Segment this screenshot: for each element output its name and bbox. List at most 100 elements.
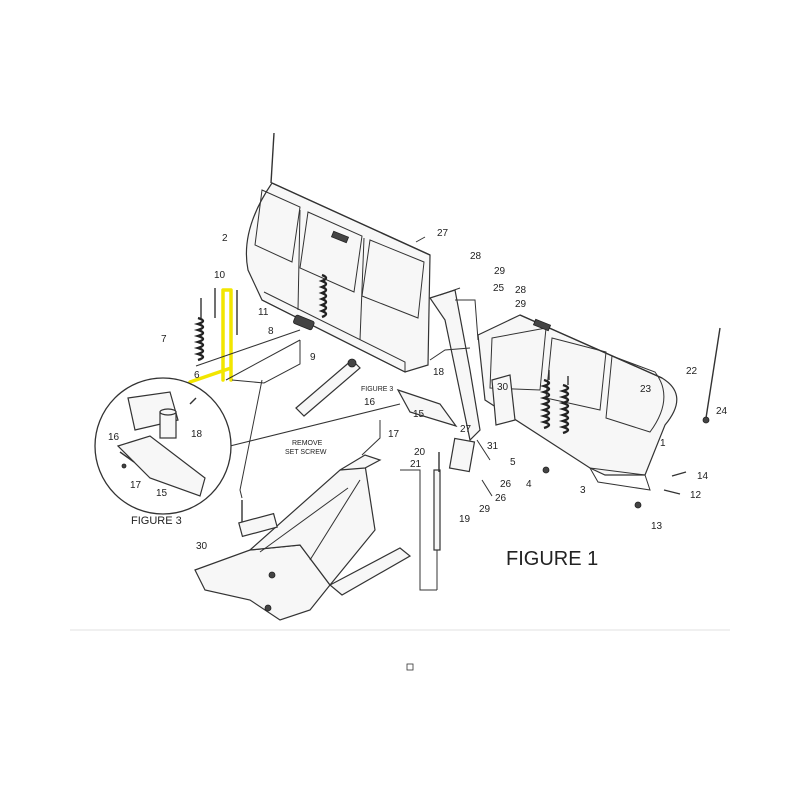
inset-sleeve-top	[159, 408, 177, 416]
a-frame-brace	[259, 487, 349, 553]
center-hinge	[396, 287, 481, 590]
callout-19: 19	[459, 514, 471, 525]
callout-18: 18	[433, 367, 445, 378]
callout-17b: 17	[130, 480, 142, 491]
callout-28: 28	[470, 251, 482, 262]
a-frame-pivot	[268, 571, 276, 579]
callouts: 2 27 28 29 25 28 29 10 11 7 8 9 6 18 30 …	[108, 228, 728, 552]
callout-24: 24	[716, 406, 728, 417]
callout-30b: 30	[196, 541, 208, 552]
callout-22: 22	[686, 366, 698, 377]
inset-nut	[121, 463, 127, 469]
callout-29c: 29	[479, 504, 491, 515]
leader-pin	[400, 469, 437, 591]
callout-16a: 16	[364, 397, 376, 408]
callout-3: 3	[580, 485, 586, 496]
right-blade-slot	[532, 318, 552, 332]
leader-hinge-bolts	[455, 299, 479, 341]
left-blade	[188, 132, 431, 384]
leader-26b	[481, 479, 493, 497]
right-moldboard-panel-1	[489, 327, 547, 391]
pivot-pin-8	[293, 314, 315, 331]
callout-18b: 18	[191, 429, 203, 440]
callout-26a: 26	[500, 479, 512, 490]
left-blade-top-edge	[271, 182, 431, 256]
page-marker	[406, 663, 414, 671]
inset-sleeve	[159, 411, 177, 439]
inset-screw	[189, 397, 197, 405]
callout-9: 9	[310, 352, 316, 363]
a-frame-crossbar	[328, 547, 412, 596]
callout-12: 12	[690, 490, 702, 501]
right-hinge-bracket	[491, 374, 516, 426]
callout-6: 6	[194, 370, 200, 381]
cylinder-end	[347, 358, 357, 368]
nut-13	[634, 501, 642, 509]
leader-26	[476, 439, 491, 461]
upper-link-line	[195, 329, 301, 367]
left-blade-rib-2	[359, 237, 365, 341]
callout-10: 10	[214, 270, 226, 281]
figure-3-inset	[94, 377, 232, 515]
callout-8: 8	[268, 326, 274, 337]
bolt-14	[671, 471, 687, 477]
leader-inset	[229, 403, 401, 447]
left-blade-rib-1	[297, 209, 301, 311]
left-cutting-edge	[261, 291, 406, 373]
callout-13: 13	[651, 521, 663, 532]
callout-23: 23	[640, 384, 652, 395]
inset-trip-plate	[116, 435, 206, 497]
right-moldboard-panel-3	[605, 355, 665, 433]
right-blade-marker-rod	[705, 327, 721, 419]
right-cutting-edge	[589, 467, 651, 491]
figure-3-title: FIGURE 3	[131, 515, 182, 527]
callout-29: 29	[494, 266, 506, 277]
inset-bolt	[119, 451, 135, 463]
remove-set-screw-note-line2: SET SCREW	[285, 449, 327, 456]
callout-21: 21	[410, 459, 422, 470]
callout-4: 4	[526, 479, 532, 490]
a-frame-top	[339, 454, 382, 471]
a-frame	[194, 454, 412, 621]
a-frame-pivot-2	[264, 604, 272, 612]
callout-15b: 15	[156, 488, 168, 499]
a-frame-bracket	[238, 512, 278, 538]
callout-30: 30	[497, 382, 509, 393]
callout-27: 27	[437, 228, 449, 239]
right-moldboard	[477, 314, 678, 476]
leader-frame-to-arm	[231, 340, 301, 384]
callout-17a: 17	[388, 429, 400, 440]
hinge-bolt-line	[439, 287, 461, 296]
callout-11: 11	[258, 307, 269, 318]
right-spring-b	[558, 383, 570, 435]
callout-26b: 26	[495, 493, 507, 504]
right-spring-a	[539, 378, 551, 430]
clevis-bracket	[448, 437, 476, 473]
leader-aframe-top	[361, 420, 381, 456]
bolt-12	[663, 489, 681, 495]
highlighted-part-6	[188, 288, 233, 384]
spring-7	[193, 316, 205, 362]
left-blade-spring	[318, 273, 328, 319]
a-frame-brace-2	[309, 479, 361, 561]
trip-plate-15	[396, 388, 458, 428]
leader-aframe	[239, 379, 263, 499]
callout-2: 2	[222, 233, 228, 244]
left-moldboard	[245, 182, 431, 373]
lower-link-line	[225, 339, 301, 381]
callout-5: 5	[510, 457, 516, 468]
left-blade-slot	[330, 230, 350, 244]
right-moldboard-panel-2	[545, 337, 607, 411]
callout-28b: 28	[515, 285, 527, 296]
right-blade	[477, 314, 721, 509]
leader-lines	[229, 236, 493, 591]
hydraulic-cylinder	[295, 359, 361, 417]
figure-1-title: FIGURE 1	[506, 548, 598, 570]
left-blade-marker-rod	[270, 132, 275, 184]
left-moldboard-panel-2	[299, 211, 363, 293]
left-moldboard-panel-1	[254, 189, 301, 263]
callout-27b: 27	[460, 424, 472, 435]
left-moldboard-panel-3	[361, 239, 425, 319]
